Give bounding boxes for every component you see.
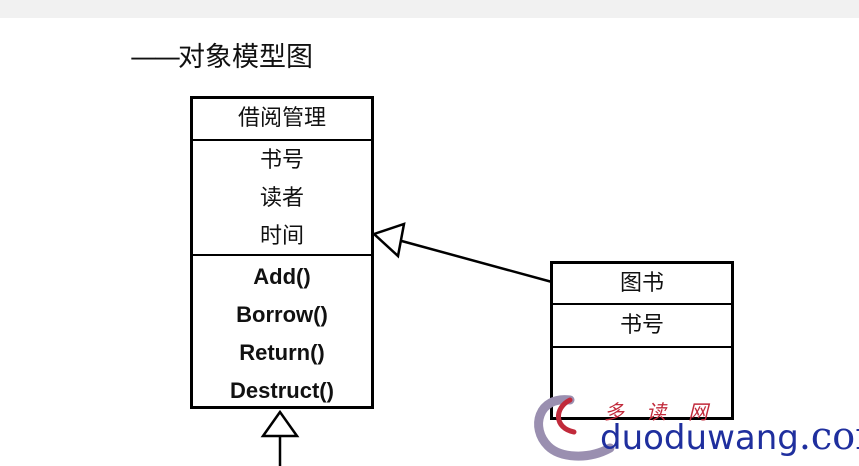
class-box-jieyue: 借阅管理 书号 读者 时间 Add() Borrow() Return() De… — [190, 96, 374, 409]
watermark-logo-icon — [534, 395, 615, 461]
class-name: 借阅管理 — [193, 99, 371, 141]
attribute: 读者 — [259, 186, 304, 211]
top-bar — [0, 0, 859, 18]
heading-dash: —— — [130, 42, 181, 73]
inheritance-arrowhead — [371, 222, 406, 259]
operation: Destruct() — [230, 378, 334, 403]
operation: Add() — [253, 264, 311, 289]
operation: Return() — [239, 340, 325, 365]
watermark-domain: duoduwang — [600, 418, 799, 458]
operation: Borrow() — [236, 302, 328, 327]
watermark-tld: .com — [798, 414, 859, 458]
inheritance-arrowhead-bottom — [260, 409, 300, 438]
generalization-line — [397, 238, 553, 284]
class-operations: Add() Borrow() Return() Destruct() — [193, 256, 371, 410]
class-attributes: 书号 读者 时间 — [193, 141, 371, 256]
attribute: 时间 — [259, 224, 304, 249]
attribute: 书号 — [553, 305, 731, 348]
attribute: 书号 — [259, 148, 304, 173]
class-name: 图书 — [553, 264, 731, 305]
watermark-cn: 多读网 — [604, 400, 730, 424]
diagram-heading: ——对象模型图 — [130, 40, 313, 76]
class-box-tushu: 图书 书号 — [550, 261, 734, 420]
watermark-en: duoduwang.com — [600, 414, 859, 458]
heading-title: 对象模型图 — [178, 42, 313, 73]
